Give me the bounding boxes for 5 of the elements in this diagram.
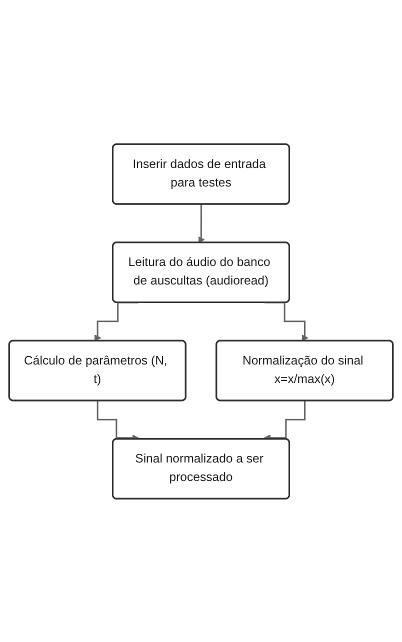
flowchart: Inserir dados de entrada para testes Leitura do áudio do banco de auscultas (audioread) Cálculo de parâmetros (N, t) Normalização do sinal x=x/max(x) Sinal normalizado a ser processado (3, 138, 399, 504)
arrow (264, 301, 308, 341)
arrow (264, 400, 306, 441)
arrow (198, 203, 205, 243)
arrow (94, 301, 138, 341)
